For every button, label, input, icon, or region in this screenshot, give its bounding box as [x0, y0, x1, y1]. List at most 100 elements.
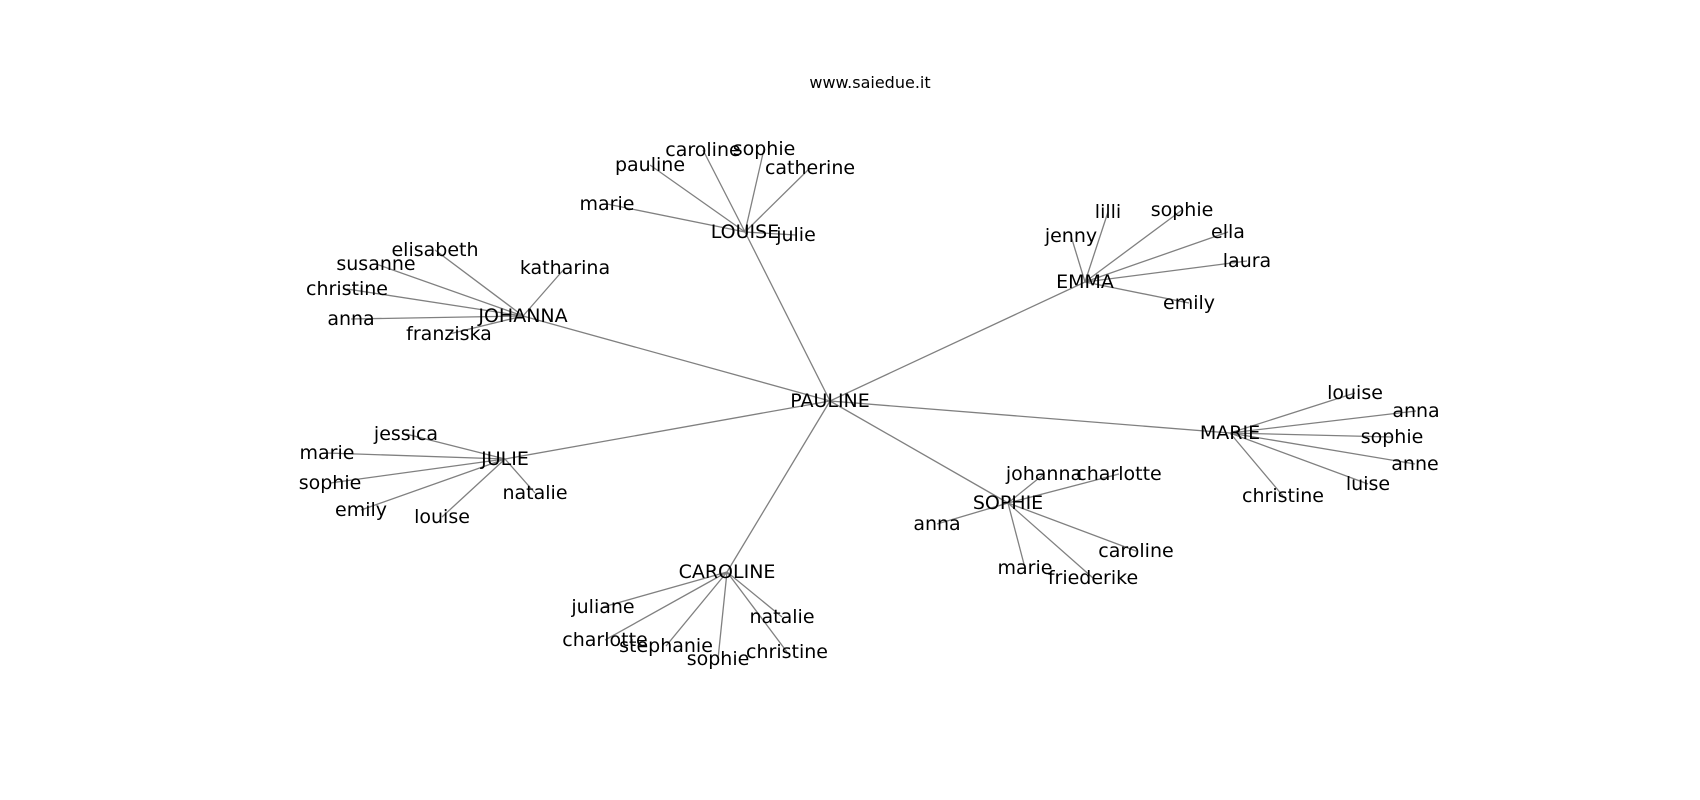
edge-emma-ella: [1084, 231, 1229, 283]
node-leaf-marie: marie: [300, 442, 355, 464]
edge-emma-sophie: [1084, 209, 1183, 283]
node-leaf-sophie: sophie: [687, 648, 750, 670]
edge-root-marie: [829, 400, 1231, 434]
edge-caroline-juliane: [602, 571, 728, 608]
edge-johanna-elisabeth: [434, 249, 524, 317]
edge-caroline-sophie: [717, 571, 728, 660]
node-leaf-sophie: sophie: [299, 472, 362, 494]
edge-julie-louise: [441, 458, 506, 518]
edge-sophie-caroline: [1007, 502, 1137, 552]
node-leaf-sophie: sophie: [1151, 199, 1214, 221]
node-leaf-marie: marie: [580, 193, 635, 215]
node-leaf-charlotte: charlotte: [1076, 463, 1161, 485]
node-hub-julie: JULIE: [480, 448, 529, 470]
edge-emma-laura: [1084, 260, 1248, 283]
edge-root-sophie: [829, 400, 1009, 504]
edge-marie-anne: [1229, 432, 1416, 465]
edge-root-louise: [744, 231, 831, 402]
edge-caroline-charlotte: [604, 571, 728, 641]
node-leaf-christine: christine: [746, 641, 828, 663]
edge-sophie-friederike: [1007, 502, 1094, 579]
node-leaf-jessica: jessica: [373, 423, 438, 445]
edge-johanna-susanne: [375, 263, 524, 317]
edge-johanna-christine: [346, 288, 524, 317]
edge-louise-caroline: [702, 149, 746, 233]
node-leaf-marie: marie: [998, 557, 1053, 579]
node-hub-emma: EMMA: [1056, 271, 1114, 293]
node-leaf-luise: luise: [1346, 473, 1390, 495]
edge-sophie-anna: [936, 502, 1009, 525]
edge-marie-christine: [1229, 432, 1284, 497]
edge-louise-catherine: [744, 167, 811, 233]
edge-emma-lilli: [1084, 211, 1109, 283]
node-leaf-juliane: juliane: [570, 596, 634, 618]
node-leaf-christine: christine: [306, 278, 388, 300]
edge-johanna-katharina: [522, 267, 566, 317]
node-leaf-franziska: franziska: [406, 323, 492, 345]
node-leaf-caroline: caroline: [1098, 540, 1173, 562]
edge-louise-julie: [744, 231, 797, 236]
labels-layer: PAULINELOUISEmariepaulinecarolinesophiec…: [299, 138, 1440, 670]
node-hub-johanna: JOHANNA: [477, 305, 567, 327]
edge-caroline-stephanie: [665, 571, 728, 647]
edge-johanna-franziska: [448, 315, 524, 335]
edge-root-emma: [829, 281, 1086, 402]
edge-marie-louise: [1229, 392, 1356, 434]
edge-julie-natalie: [504, 458, 536, 494]
node-leaf-louise: louise: [414, 506, 470, 528]
edge-caroline-christine: [726, 571, 788, 653]
node-leaf-natalie: natalie: [749, 606, 814, 628]
node-leaf-caroline: caroline: [665, 139, 740, 161]
node-leaf-ella: ella: [1211, 221, 1245, 243]
edge-louise-pauline: [649, 164, 746, 233]
node-leaf-elisabeth: elisabeth: [391, 239, 478, 261]
node-leaf-anna: anna: [1392, 400, 1439, 422]
edge-sophie-johanna: [1007, 473, 1045, 504]
edge-johanna-anna: [350, 315, 524, 320]
node-leaf-pauline: pauline: [615, 154, 685, 176]
edge-root-julie: [504, 400, 831, 460]
node-root: PAULINE: [790, 390, 870, 412]
edge-sophie-charlotte: [1007, 473, 1120, 504]
node-leaf-emily: emily: [335, 499, 387, 521]
edge-root-caroline: [726, 400, 831, 573]
edge-root-johanna: [522, 315, 831, 402]
node-leaf-susanne: susanne: [336, 253, 415, 275]
edge-marie-anna: [1229, 410, 1417, 434]
node-hub-louise: LOUISE: [711, 221, 779, 243]
edge-emma-jenny: [1070, 235, 1086, 283]
node-leaf-anne: anne: [1391, 453, 1438, 475]
edges-layer: [326, 148, 1417, 660]
node-leaf-friederike: friederike: [1048, 567, 1138, 589]
node-leaf-anna: anna: [327, 308, 374, 330]
node-leaf-charlotte: charlotte: [562, 629, 647, 651]
node-hub-caroline: CAROLINE: [679, 561, 776, 583]
edge-julie-emily: [360, 458, 506, 511]
node-leaf-julie: julie: [775, 224, 816, 246]
node-leaf-katharina: katharina: [520, 257, 610, 279]
node-leaf-sophie: sophie: [733, 138, 796, 160]
node-leaf-natalie: natalie: [502, 482, 567, 504]
edge-louise-marie: [606, 203, 746, 233]
node-leaf-jenny: jenny: [1044, 225, 1097, 247]
node-leaf-sophie: sophie: [1361, 426, 1424, 448]
node-leaf-stephanie: stephanie: [619, 635, 713, 657]
edge-marie-luise: [1229, 432, 1369, 485]
node-leaf-anna: anna: [913, 513, 960, 535]
node-hub-sophie: SOPHIE: [973, 492, 1043, 514]
node-leaf-johanna: johanna: [1005, 463, 1082, 485]
edge-sophie-marie: [1007, 502, 1026, 569]
node-leaf-louise: louise: [1327, 382, 1383, 404]
edge-julie-sophie: [329, 458, 506, 484]
node-leaf-laura: laura: [1223, 250, 1271, 272]
edge-emma-emily: [1084, 281, 1190, 304]
node-leaf-emily: emily: [1163, 292, 1215, 314]
edge-marie-sophie: [1229, 432, 1393, 438]
edge-louise-sophie: [744, 148, 765, 233]
node-hub-marie: MARIE: [1200, 422, 1260, 444]
edge-caroline-natalie: [726, 571, 783, 618]
node-leaf-lilli: lilli: [1095, 201, 1121, 223]
edge-julie-jessica: [405, 433, 506, 460]
watermark: www.saiedue.it: [809, 73, 930, 92]
